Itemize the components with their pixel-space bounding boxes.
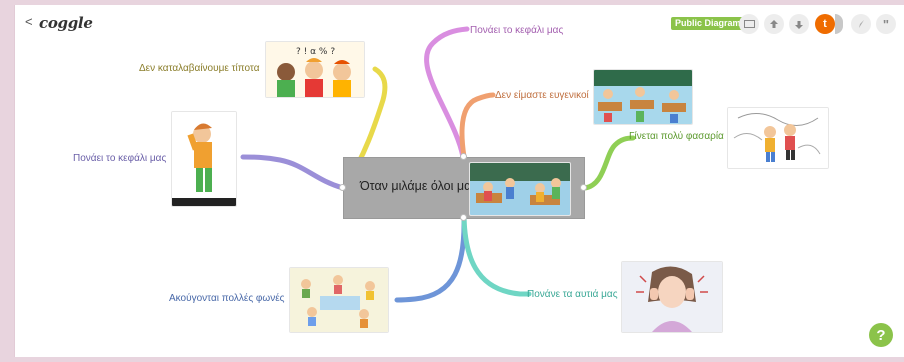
central-right-handle[interactable]	[580, 184, 587, 191]
branch-line-b3	[424, 26, 470, 160]
branch-line-b6	[394, 214, 467, 303]
branch-line-b7	[461, 214, 532, 297]
upload-icon[interactable]	[764, 14, 784, 34]
branch-label-b5[interactable]: Γίνεται πολύ φασαρία	[629, 131, 724, 142]
branch-label-b4[interactable]: Δεν είμαστε ευγενικοί	[495, 90, 589, 101]
chaos-kids-illustration	[727, 107, 829, 169]
download-icon[interactable]	[789, 14, 809, 34]
avatar-letter: t	[815, 14, 835, 34]
central-top-handle[interactable]	[460, 153, 467, 160]
mindmap-canvas[interactable]: < coggle Public Diagram t " Όταν μιλάμε …	[14, 5, 904, 357]
avatar-caret-icon	[835, 14, 843, 34]
central-node-text: Όταν μιλάμε όλοι μαζί	[360, 179, 480, 193]
central-left-handle[interactable]	[339, 184, 346, 191]
branch-connectors	[240, 26, 636, 303]
noisy-classroom-illustration	[593, 69, 693, 125]
user-avatar[interactable]: t	[815, 14, 843, 34]
central-node[interactable]: Όταν μιλάμε όλοι μαζί	[343, 157, 585, 219]
branch-line-b4	[459, 92, 496, 160]
classroom-illustration	[469, 162, 571, 216]
branch-line-b5	[582, 135, 636, 191]
pointer-icon[interactable]	[851, 14, 871, 34]
branch-label-b3[interactable]: Πονάει το κεφάλι μας	[470, 25, 564, 36]
presentation-icon[interactable]	[739, 14, 759, 34]
branch-label-b6[interactable]: Ακούγονται πολλές φωνές	[169, 293, 285, 304]
branch-label-b7[interactable]: Πονάνε τα αυτιά μας	[527, 289, 618, 300]
back-chevron-icon[interactable]: <	[25, 14, 33, 29]
help-button[interactable]: ?	[869, 323, 893, 347]
branch-label-b2[interactable]: Πονάει το κεφάλι μας	[73, 153, 167, 164]
public-diagram-badge[interactable]: Public Diagram	[671, 17, 745, 30]
headache-man-illustration	[171, 111, 237, 207]
confused-kids-illustration: ? ! α % ?	[265, 41, 365, 98]
branch-line-b2	[240, 154, 346, 191]
svg-text:? ! α % ?: ? ! α % ?	[296, 47, 335, 57]
branch-label-b1[interactable]: Δεν καταλαβαίνουμε τίποτα	[139, 63, 260, 74]
central-bottom-handle[interactable]	[460, 214, 467, 221]
app-logo[interactable]: coggle	[39, 14, 93, 32]
quote-icon[interactable]: "	[876, 14, 896, 34]
kids-fighting-illustration	[289, 267, 389, 333]
girl-covering-ears-illustration	[621, 261, 723, 333]
